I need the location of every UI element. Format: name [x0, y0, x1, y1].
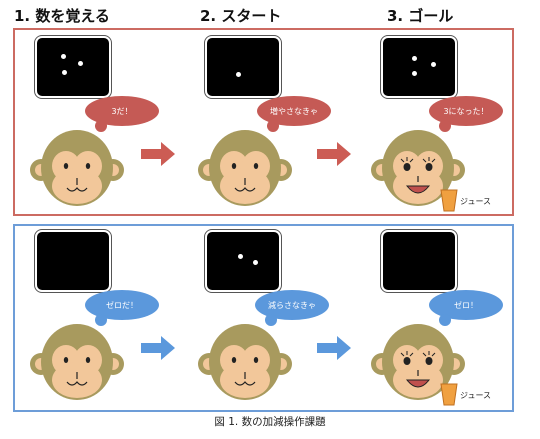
juice-cup-icon [440, 383, 458, 406]
monkey-face-happy [371, 130, 465, 206]
right-arrow-icon [317, 336, 351, 360]
monkey-face-neutral [198, 130, 292, 206]
decrease-task-panel: ゼロだ！ 減らさなきゃ ゼロ！ [13, 224, 514, 412]
juice-reward: ジュース [440, 382, 510, 408]
stimulus-dot [238, 254, 243, 259]
monkey-face-neutral [30, 324, 124, 400]
stimulus-dot [61, 54, 66, 59]
screen-goal-bottom [380, 229, 458, 293]
speech-bubble: ゼロだ！ [85, 290, 159, 326]
speech-bubble: 増やさなきゃ [257, 96, 331, 132]
increase-task-panel: 3だ！ 増やさなきゃ 3になった！ [13, 28, 514, 216]
stimulus-dot [412, 71, 417, 76]
screen-start-top [204, 35, 282, 99]
monkey-face-happy [371, 324, 465, 400]
speech-bubble: ゼロ！ [429, 290, 503, 326]
step-header-goal: 3. ゴール [387, 7, 454, 25]
juice-label: ジュース [460, 391, 492, 400]
step-header-start: 2. スタート [200, 7, 282, 25]
juice-cup-icon [440, 189, 458, 212]
speech-bubble: 減らさなきゃ [255, 290, 329, 326]
stimulus-dot [431, 62, 436, 67]
screen-goal-top [380, 35, 458, 99]
monkey-face-neutral [198, 324, 292, 400]
monkey-face-neutral [30, 130, 124, 206]
stimulus-dot [78, 61, 83, 66]
juice-reward: ジュース [440, 188, 510, 214]
screen-memorize-top [34, 35, 112, 99]
right-arrow-icon [317, 142, 351, 166]
right-arrow-icon [141, 142, 175, 166]
figure-caption: 図 1. 数の加減操作課題 [214, 416, 326, 428]
screen-memorize-bottom [34, 229, 112, 293]
stimulus-dot [253, 260, 258, 265]
stimulus-dot [62, 70, 67, 75]
right-arrow-icon [141, 336, 175, 360]
juice-label: ジュース [460, 197, 492, 206]
step-header-memorize: 1. 数を覚える [14, 7, 110, 25]
stimulus-dot [236, 72, 241, 77]
screen-start-bottom [204, 229, 282, 293]
stimulus-dot [412, 56, 417, 61]
speech-bubble: 3になった！ [429, 96, 503, 132]
speech-bubble: 3だ！ [85, 96, 159, 132]
